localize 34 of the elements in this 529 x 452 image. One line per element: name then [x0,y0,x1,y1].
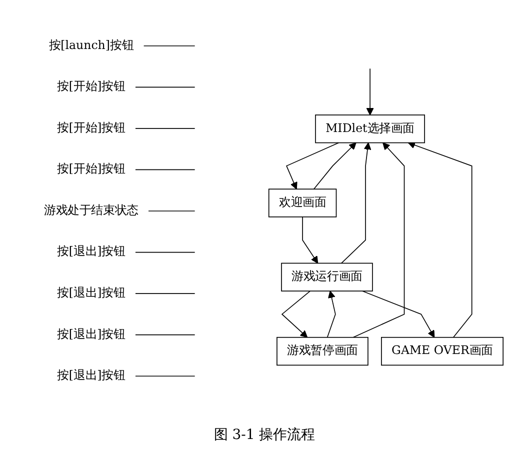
node-box: 游戏暂停画面 [276,336,368,366]
arrow [352,142,405,338]
arrow [408,142,472,338]
node-text: 按[退出]按钮 [57,286,126,300]
connector [134,128,196,129]
arrow [313,142,356,190]
node-text: 按[退出]按钮 [57,368,126,382]
node-text: 按[开始]按钮 [57,80,126,94]
connector [134,376,196,377]
arrow [326,290,336,338]
connector [134,169,196,170]
arrow [281,290,311,338]
arrow [341,142,372,264]
connector [143,45,196,46]
connector [148,210,196,212]
arrow [362,290,435,338]
node-box: GAME OVER画面 [381,336,504,366]
arrow [302,216,318,264]
node-text: 按[launch]按钮 [48,38,134,52]
node-box: 欢迎画面 [268,188,337,218]
arrow [366,68,374,116]
node-text: 按[开始]按钮 [57,162,126,176]
node-box: 游戏运行画面 [281,262,373,292]
connector [134,293,196,294]
node-box: MIDlet选择画面 [315,114,425,144]
node-text: 按[退出]按钮 [57,328,126,342]
node-text: 游戏处于结束状态 [44,204,138,218]
node-text: 按[退出]按钮 [57,245,126,259]
connector [134,86,196,88]
connector [134,334,196,336]
arrow [286,142,340,190]
node-text: 按[开始]按钮 [57,121,126,135]
connector [134,252,196,253]
caption: 图 3-1 操作流程 [214,426,316,444]
